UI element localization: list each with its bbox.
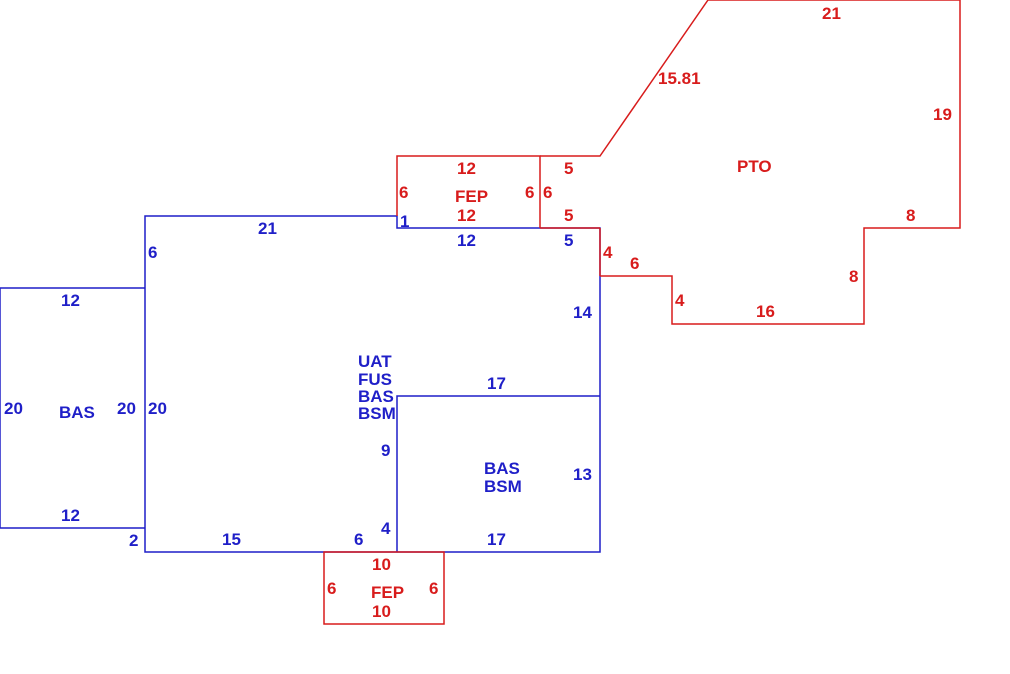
blue-outlines xyxy=(0,215,601,553)
main-label-2: FUS xyxy=(358,370,392,389)
dim-left-offset: 2 xyxy=(129,531,138,550)
dim-fep-top-left: 6 xyxy=(399,183,408,202)
dim-main-top-12: 12 xyxy=(457,231,476,250)
dim-pto-8-horizontal: 8 xyxy=(906,206,915,225)
main-label-1: UAT xyxy=(358,352,392,371)
lower-right-label-2: BSM xyxy=(484,477,522,496)
dim-pto-4-upper: 4 xyxy=(603,243,613,262)
dim-left-left: 20 xyxy=(4,399,23,418)
dim-pto-right: 19 xyxy=(933,105,952,124)
dim-fep-top-right: 6 xyxy=(525,183,534,202)
left-bas-label: BAS xyxy=(59,403,95,422)
dim-bottom-6: 6 xyxy=(354,530,363,549)
pto-outline xyxy=(540,0,961,325)
dim-bottom-17: 17 xyxy=(487,530,506,549)
dim-left-top: 12 xyxy=(61,291,80,310)
dim-pto-5-lower: 5 xyxy=(564,206,573,225)
dim-pto-left-6: 6 xyxy=(543,183,552,202)
lower-right-label-1: BAS xyxy=(484,459,520,478)
dim-left-bottom: 12 xyxy=(61,506,80,525)
dim-fep-top-bottom: 12 xyxy=(457,206,476,225)
dim-pto-4-lower: 4 xyxy=(675,291,685,310)
dim-main-top-1: 1 xyxy=(400,212,409,231)
dim-main-left-6: 6 xyxy=(148,243,157,262)
fep-top-outline xyxy=(396,155,541,228)
pto-label: PTO xyxy=(737,157,772,176)
dim-left-right: 20 xyxy=(117,399,136,418)
fep-bottom-outline xyxy=(323,551,445,625)
dim-pto-16: 16 xyxy=(756,302,775,321)
main-label-3: BAS xyxy=(358,387,394,406)
dim-mid-17: 17 xyxy=(487,374,506,393)
red-outlines xyxy=(323,0,961,625)
dim-main-right-14: 14 xyxy=(573,303,592,322)
fep-top-label: FEP xyxy=(455,187,488,206)
dim-mid-9: 9 xyxy=(381,441,390,460)
dim-main-top-5: 5 xyxy=(564,231,573,250)
dim-mid-4: 4 xyxy=(381,519,391,538)
dim-main-left-20: 20 xyxy=(148,399,167,418)
dim-fep-top-top: 12 xyxy=(457,159,476,178)
dim-fep-bottom-right: 6 xyxy=(429,579,438,598)
fep-bottom-label: FEP xyxy=(371,583,404,602)
left-bas-outline xyxy=(0,287,145,529)
dim-pto-diagonal: 15.81 xyxy=(658,69,701,88)
dim-lr-right-13: 13 xyxy=(573,465,592,484)
dim-pto-8-vertical: 8 xyxy=(849,267,858,286)
dim-main-top-21: 21 xyxy=(258,219,277,238)
inner-divider xyxy=(396,395,600,552)
dim-pto-top: 21 xyxy=(822,4,841,23)
dim-fep-bottom-top: 10 xyxy=(372,555,391,574)
dim-bottom-15: 15 xyxy=(222,530,241,549)
dim-pto-6: 6 xyxy=(630,254,639,273)
dim-fep-bottom-left: 6 xyxy=(327,579,336,598)
dim-pto-5-upper: 5 xyxy=(564,159,573,178)
main-label-4: BSM xyxy=(358,404,396,423)
dim-fep-bottom-bottom: 10 xyxy=(372,602,391,621)
